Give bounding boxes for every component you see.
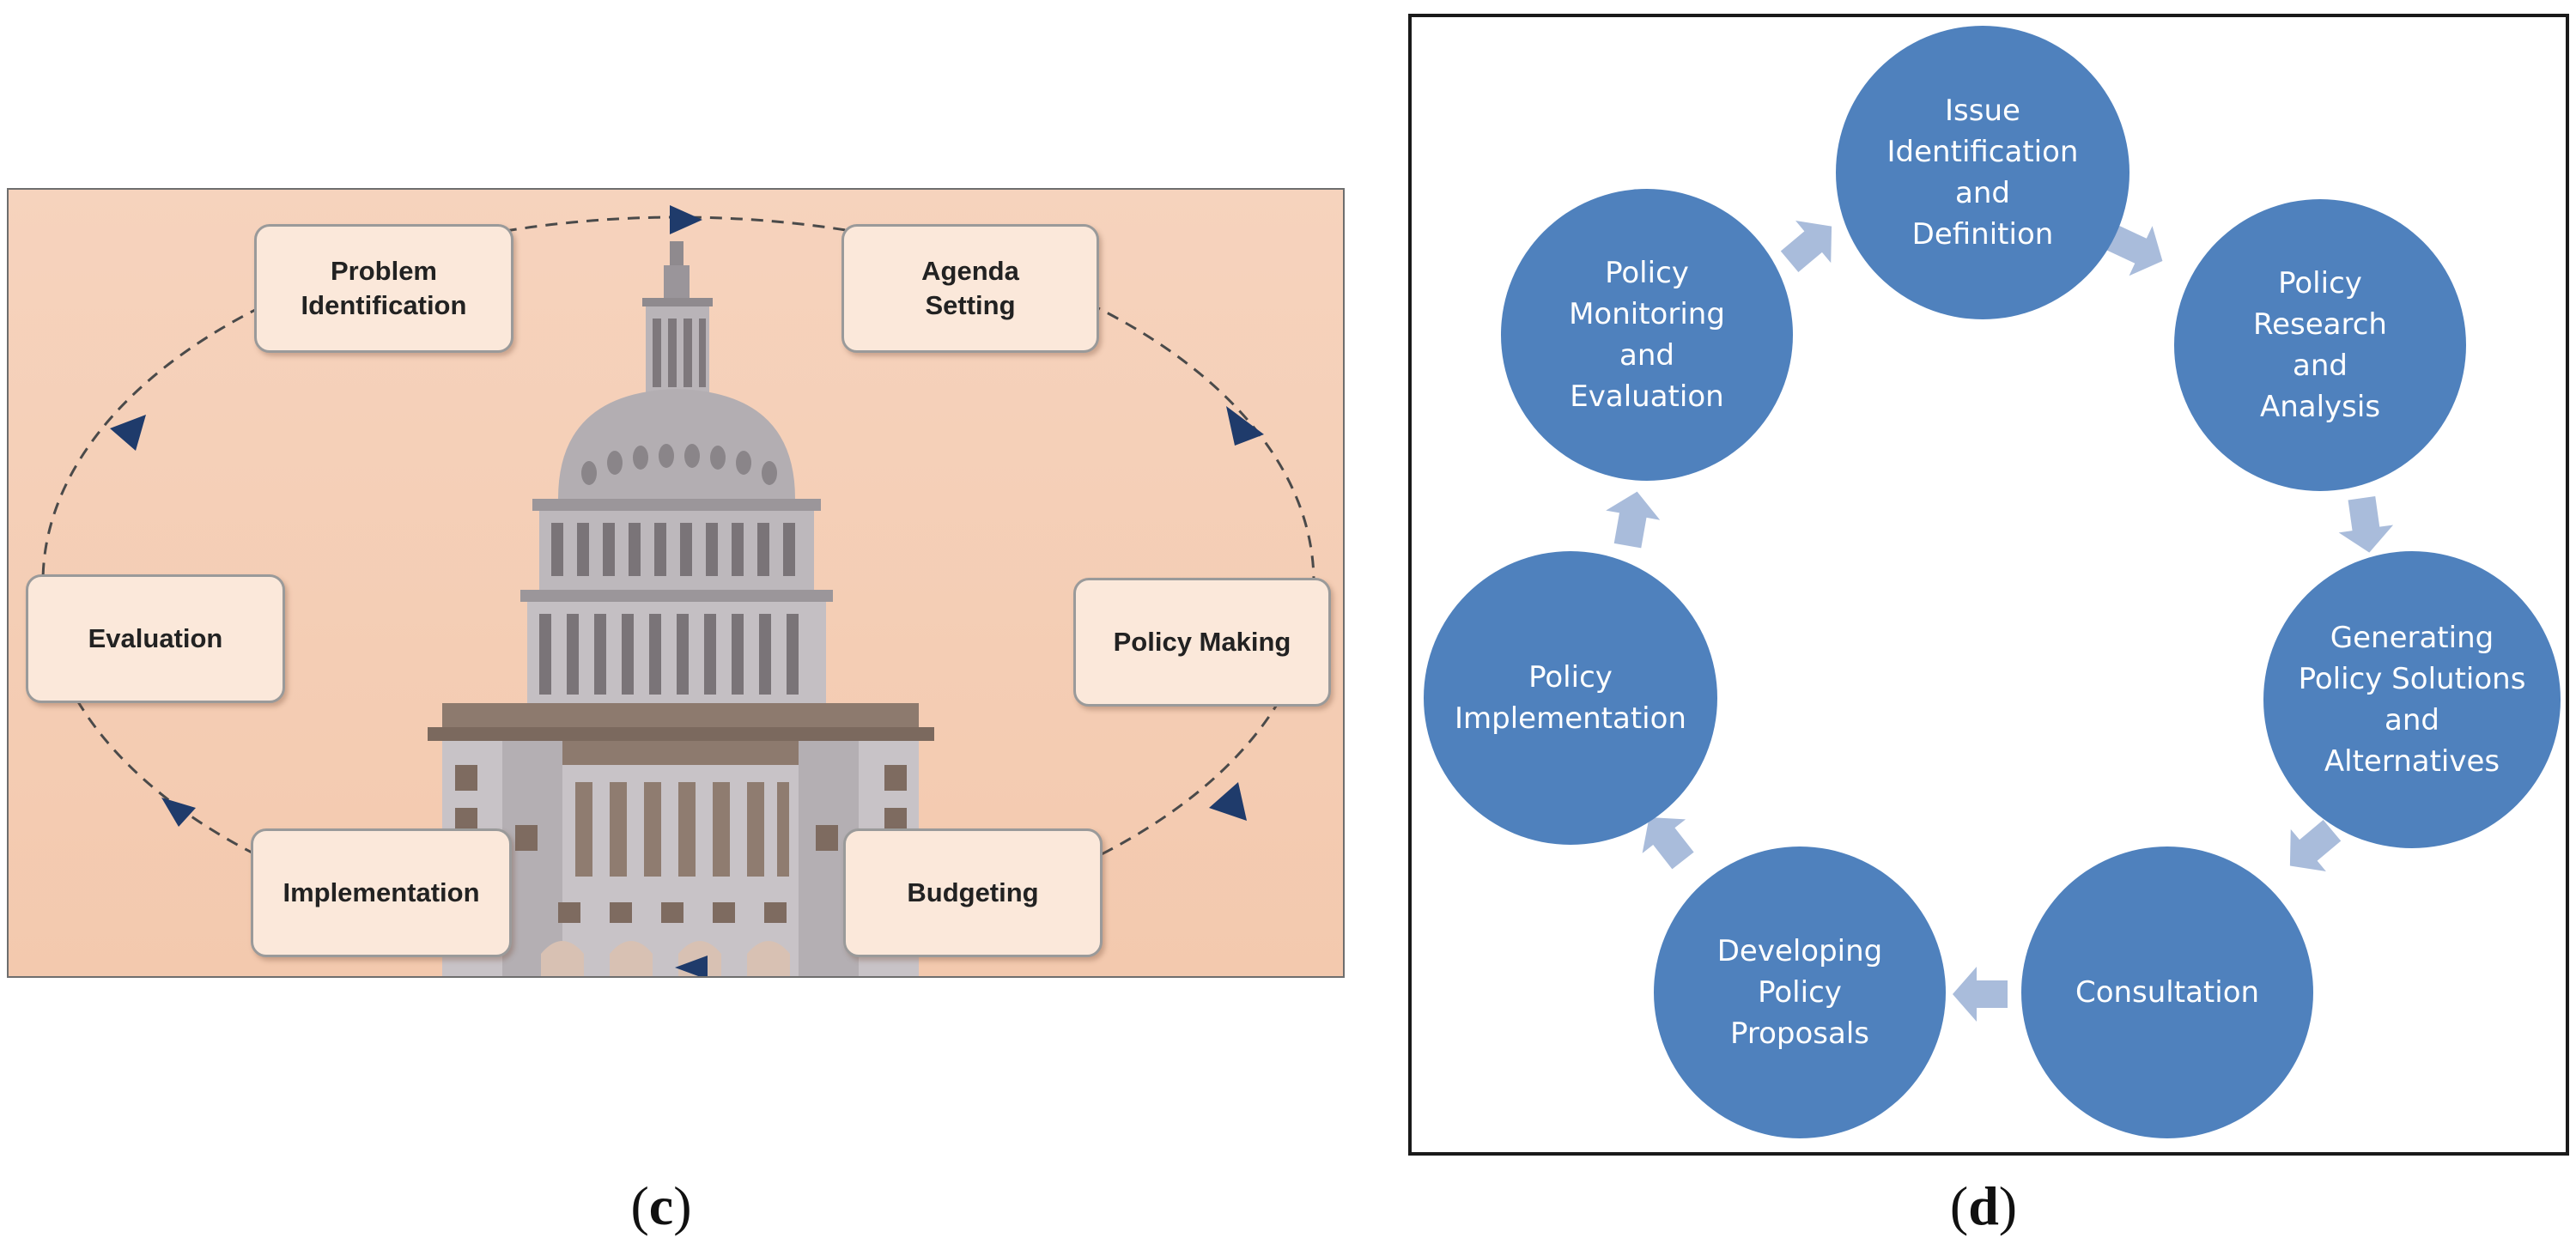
stage-label: Problem Identification (301, 256, 467, 320)
step-policy-monitoring: Policy Monitoring and Evaluation (1501, 189, 1793, 481)
capitol-building-icon (428, 241, 934, 976)
step-developing-proposals: Developing Policy Proposals (1654, 846, 1946, 1138)
step-label: Policy Monitoring and Evaluation (1569, 256, 1725, 414)
caption-d: (d) (1949, 1175, 2018, 1236)
stage-budgeting: Budgeting (843, 828, 1103, 957)
step-policy-implementation: Policy Implementation (1424, 551, 1717, 845)
arrow-icon (1209, 782, 1247, 821)
step-policy-research: Policy Research and Analysis (2174, 199, 2466, 491)
arrow-icon (2338, 496, 2394, 553)
step-generating-solutions: Generating Policy Solutions and Alternat… (2263, 551, 2561, 848)
arrow-icon (1953, 967, 2008, 1022)
arrow-icon (2289, 820, 2342, 871)
step-label: Consultation (2075, 975, 2260, 1010)
stage-label: Budgeting (907, 877, 1039, 907)
arrow-icon (1780, 221, 1832, 272)
step-label: Developing Policy Proposals (1716, 934, 1883, 1051)
caption-letter: c (648, 1175, 674, 1236)
arrow-icon (1606, 491, 1661, 549)
caption-letter: d (1968, 1175, 1999, 1236)
stage-label: Policy Making (1113, 627, 1291, 657)
arrow-icon (670, 205, 702, 234)
step-consultation: Consultation (2021, 846, 2313, 1138)
caption-c: (c) (630, 1175, 692, 1236)
cycle-arrows (1606, 221, 2394, 1022)
arrow-icon (1642, 817, 1694, 870)
arrow-icon (2106, 225, 2163, 276)
stage-agenda-setting: Agenda Setting (841, 224, 1099, 353)
stage-label: Agenda Setting (921, 256, 1019, 320)
stage-policy-making: Policy Making (1073, 578, 1331, 707)
step-label: Policy Implementation (1455, 660, 1686, 736)
step-label: Policy Research and Analysis (2253, 266, 2387, 424)
step-label: Issue Identification and Definition (1886, 94, 2079, 252)
step-issue-identification: Issue Identification and Definition (1836, 26, 2129, 319)
capitol-illustration (41, 205, 1315, 976)
panel-d-policy-cycle: Issue Identification and Definition Poli… (1408, 14, 2569, 1156)
arrow-icon (675, 956, 708, 976)
arrow-icon (1226, 406, 1264, 446)
step-label: Generating Policy Solutions and Alternat… (2298, 621, 2526, 779)
arrow-icon (110, 415, 146, 451)
stage-label: Implementation (283, 877, 480, 907)
stage-implementation: Implementation (251, 828, 512, 957)
arrow-icon (161, 798, 196, 827)
panel-c-policy-cycle: Problem Identification Agenda Setting Po… (7, 188, 1345, 978)
stage-evaluation: Evaluation (26, 574, 285, 703)
stage-problem-identification: Problem Identification (254, 224, 513, 353)
stage-label: Evaluation (88, 623, 223, 653)
cycle-arrowheads (110, 205, 1264, 976)
